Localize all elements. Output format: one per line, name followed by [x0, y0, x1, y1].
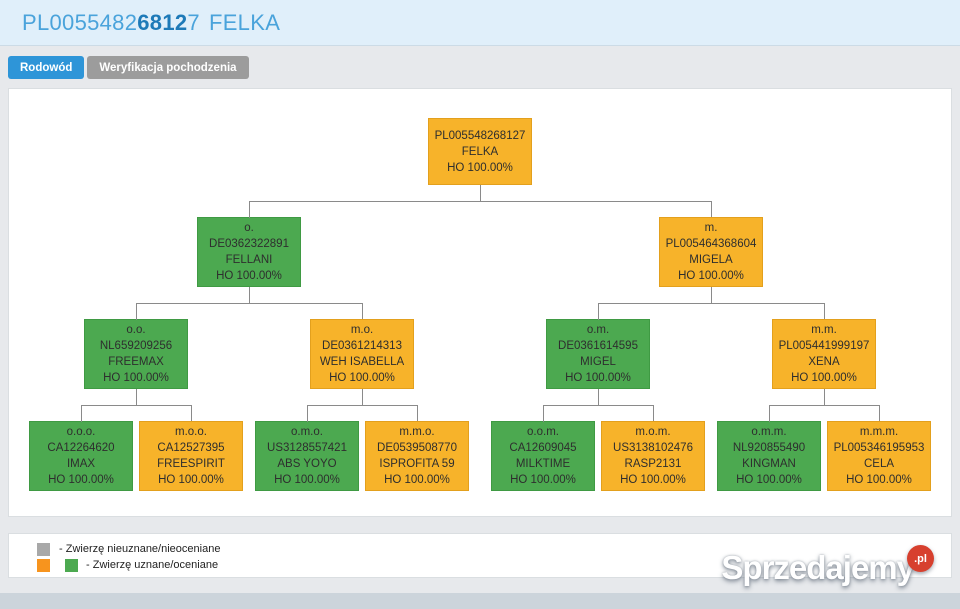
- node-relation: m.o.m.: [635, 426, 671, 438]
- node-ho: HO 100.00%: [274, 474, 340, 486]
- node-id: NL659209256: [99, 340, 173, 352]
- legend-row-unrecognized: - Zwierzę nieuznane/nieoceniane: [37, 541, 951, 557]
- node-id: PL005346195953: [833, 442, 925, 454]
- node-relation: o.m.: [586, 324, 610, 336]
- node-id: CA12609045: [509, 442, 577, 454]
- node-name: MIGELA: [689, 254, 733, 266]
- node-id: DE0362322891: [209, 238, 289, 250]
- legend: - Zwierzę nieuznane/nieoceniane - Zwierz…: [8, 533, 952, 578]
- tab-bar: Rodowód Weryfikacja pochodzenia: [8, 56, 960, 79]
- page-header: PL005548268127 FELKA: [0, 0, 960, 46]
- node-id: PL005548268127: [434, 129, 526, 142]
- node-name: IMAX: [66, 458, 96, 470]
- node-name: RASP2131: [624, 458, 682, 470]
- node-relation: o.m.m.: [751, 426, 787, 438]
- node-id: PL005441999197: [778, 340, 870, 352]
- node-id: PL005464368604: [665, 238, 757, 250]
- node-ho: HO 100.00%: [103, 372, 169, 384]
- legend-label-recognized: - Zwierzę uznane/oceniane: [86, 559, 219, 571]
- legend-swatch-green: [65, 558, 78, 572]
- node-relation: m.o.: [350, 324, 374, 336]
- node-ho: HO 100.00%: [158, 474, 224, 486]
- animal-id-suffix: 7: [187, 9, 200, 35]
- node-relation: m.m.o.: [399, 426, 435, 438]
- node-relation: o.o.o.: [66, 426, 96, 438]
- node-ho: HO 100.00%: [447, 161, 513, 174]
- node-relation: o.o.: [126, 324, 146, 336]
- node-name: ABS YOYO: [277, 458, 337, 470]
- node-relation: m.: [704, 222, 718, 234]
- node-name: XENA: [808, 356, 840, 368]
- node-ho: HO 100.00%: [620, 474, 686, 486]
- node-ho: HO 100.00%: [216, 270, 282, 282]
- node-id: DE0539508770: [377, 442, 457, 454]
- node-ho: HO 100.00%: [329, 372, 395, 384]
- node-name: FREEMAX: [108, 356, 164, 368]
- node-id: CA12264620: [47, 442, 115, 454]
- legend-swatch-gray: [37, 542, 50, 556]
- node-name: MILKTIME: [515, 458, 571, 470]
- node-relation: o.: [244, 222, 254, 234]
- node-name: FELKA: [461, 145, 499, 158]
- legend-row-recognized: - Zwierzę uznane/oceniane: [37, 557, 951, 573]
- node-id: DE0361614595: [558, 340, 638, 352]
- node-relation: o.o.m.: [527, 426, 559, 438]
- node-relation: m.m.m.: [859, 426, 899, 438]
- node-ho: HO 100.00%: [48, 474, 114, 486]
- node-ho: HO 100.00%: [678, 270, 744, 282]
- node-ho: HO 100.00%: [736, 474, 802, 486]
- node-id: NL920855490: [732, 442, 806, 454]
- node-name: MIGEL: [580, 356, 616, 368]
- node-id: US3128557421: [267, 442, 347, 454]
- node-name: WEH ISABELLA: [319, 356, 405, 368]
- legend-label-unrecognized: - Zwierzę nieuznane/nieoceniane: [59, 543, 221, 555]
- node-id: DE0361214313: [322, 340, 402, 352]
- node-ho: HO 100.00%: [846, 474, 912, 486]
- node-ho: HO 100.00%: [384, 474, 450, 486]
- node-name: KINGMAN: [742, 458, 796, 470]
- page-title: PL005548268127 FELKA: [22, 10, 280, 36]
- node-name: CELA: [863, 458, 895, 470]
- page-footer: [0, 593, 960, 609]
- animal-id-prefix: PL0055482: [22, 9, 138, 35]
- node-ho: HO 100.00%: [791, 372, 857, 384]
- animal-name: FELKA: [208, 9, 281, 35]
- animal-id-highlight: 6812: [137, 9, 188, 35]
- node-id: CA12527395: [157, 442, 225, 454]
- node-name: FREESPIRIT: [157, 458, 225, 470]
- node-ho: HO 100.00%: [510, 474, 576, 486]
- node-relation: o.m.o.: [291, 426, 323, 438]
- node-name: ISPROFITA 59: [379, 458, 455, 470]
- node-relation: m.o.o.: [175, 426, 207, 438]
- tab-weryfikacja-pochodzenia[interactable]: Weryfikacja pochodzenia: [87, 56, 249, 79]
- node-name: FELLANI: [225, 254, 273, 266]
- node-relation: m.m.: [811, 324, 837, 336]
- node-ho: HO 100.00%: [565, 372, 631, 384]
- node-id: US3138102476: [613, 442, 693, 454]
- legend-swatch-orange: [37, 558, 50, 572]
- tab-rodowod[interactable]: Rodowód: [8, 56, 85, 79]
